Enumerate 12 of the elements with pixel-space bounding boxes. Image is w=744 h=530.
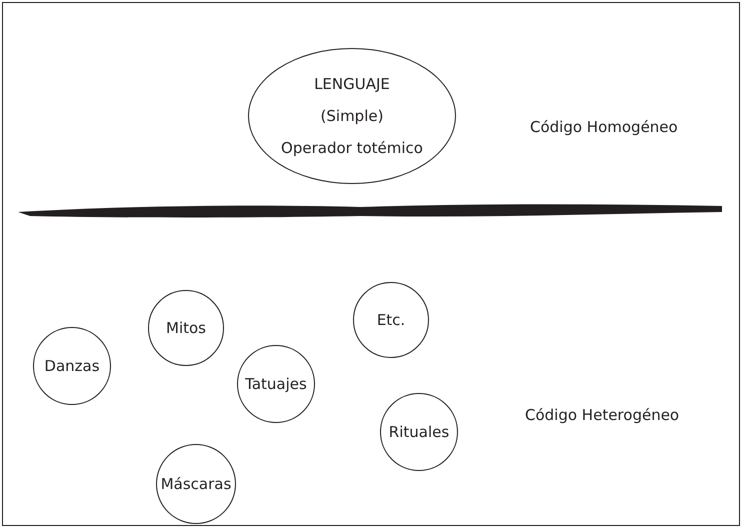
brush-stroke-bar xyxy=(18,203,722,218)
node-text: (Simple) xyxy=(320,107,384,125)
node-text: Danzas xyxy=(44,357,100,375)
node-text: Rituales xyxy=(388,423,450,441)
node-text: LENGUAJE xyxy=(314,75,390,93)
node-text: Máscaras xyxy=(160,475,232,493)
section-label: Código Heterogéneo xyxy=(525,406,680,424)
node-text: Mitos xyxy=(166,319,206,337)
section-label: Código Homogéneo xyxy=(530,118,678,136)
node-text: Tatuajes xyxy=(245,375,307,393)
node-text: Operador totémico xyxy=(281,139,423,157)
node-text: Etc. xyxy=(376,311,406,329)
